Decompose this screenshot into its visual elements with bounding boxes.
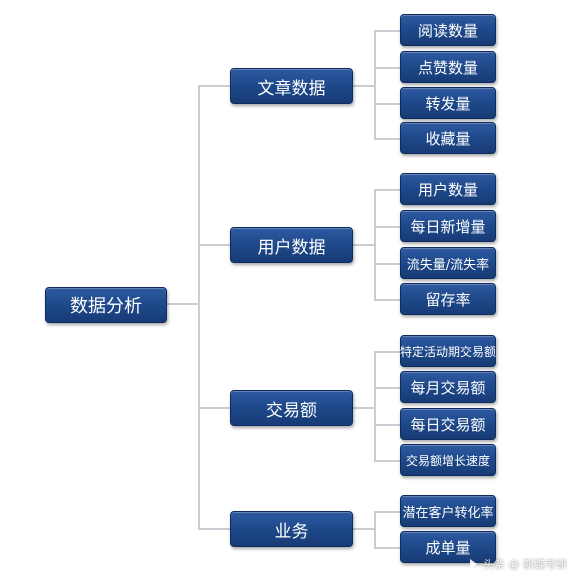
- connector-group-3-item-3: [374, 424, 400, 426]
- connector-to-group-1: [198, 85, 230, 87]
- play-icon: [470, 559, 477, 569]
- connector-group-3-trunk: [374, 351, 376, 462]
- connector-to-group-2: [198, 244, 230, 246]
- leaf-node-retention-rate: 留存率: [400, 283, 496, 315]
- leaf-node-churn-rate: 流失量/流失率: [400, 247, 496, 279]
- connector-group-1-item-1: [374, 30, 400, 32]
- connector-group-4-item-2: [374, 547, 400, 549]
- connector-to-group-3: [198, 407, 230, 409]
- connector-group-1-item-3: [374, 103, 400, 105]
- leaf-node-order-count: 成单量: [400, 531, 496, 563]
- leaf-node-daily-new: 每日新增量: [400, 210, 496, 242]
- watermark-text: 头条 @ 新媒考研: [483, 558, 567, 571]
- leaf-node-like-count: 点赞数量: [400, 51, 496, 83]
- group-node-article-data: 文章数据: [230, 68, 353, 104]
- connector-group-4-stub: [353, 528, 375, 530]
- connector-group-2-item-4: [374, 299, 400, 301]
- connector-group-2-stub: [353, 244, 375, 246]
- connector-group-2-item-2: [374, 226, 400, 228]
- connector-group-2-trunk: [374, 189, 376, 300]
- connector-group-3-item-4: [374, 460, 400, 462]
- connector-group-4-item-1: [374, 511, 400, 513]
- leaf-node-volume-growth-rate: 交易额增长速度: [400, 444, 496, 476]
- leaf-node-favorite-count: 收藏量: [400, 122, 496, 154]
- leaf-node-monthly-volume: 每月交易额: [400, 371, 496, 403]
- leaf-node-read-count: 阅读数量: [400, 14, 496, 46]
- leaf-node-daily-volume: 每日交易额: [400, 408, 496, 440]
- leaf-node-event-period-volume: 特定活动期交易额: [400, 335, 496, 367]
- connector-group-1-item-2: [374, 67, 400, 69]
- connector-group-3-item-1: [374, 351, 400, 353]
- group-node-business: 业务: [230, 511, 353, 547]
- connector-root-stub: [167, 303, 199, 305]
- connector-to-group-4: [198, 528, 230, 530]
- connector-root-trunk: [198, 85, 200, 530]
- leaf-node-user-count: 用户数量: [400, 173, 496, 205]
- connector-group-2-item-3: [374, 263, 400, 265]
- watermark: 头条 @ 新媒考研: [470, 550, 569, 578]
- connector-group-1-trunk: [374, 30, 376, 140]
- connector-group-1-item-4: [374, 138, 400, 140]
- connector-group-2-item-1: [374, 189, 400, 191]
- connector-group-3-item-2: [374, 387, 400, 389]
- group-node-transaction-volume: 交易额: [230, 390, 353, 426]
- group-node-user-data: 用户数据: [230, 227, 353, 263]
- connector-group-1-stub: [353, 85, 375, 87]
- leaf-node-share-count: 转发量: [400, 87, 496, 119]
- connector-group-3-stub: [353, 407, 375, 409]
- root-node: 数据分析: [45, 287, 167, 323]
- connector-group-4-trunk: [374, 511, 376, 548]
- leaf-node-lead-conversion-rate: 潜在客户转化率: [400, 495, 496, 527]
